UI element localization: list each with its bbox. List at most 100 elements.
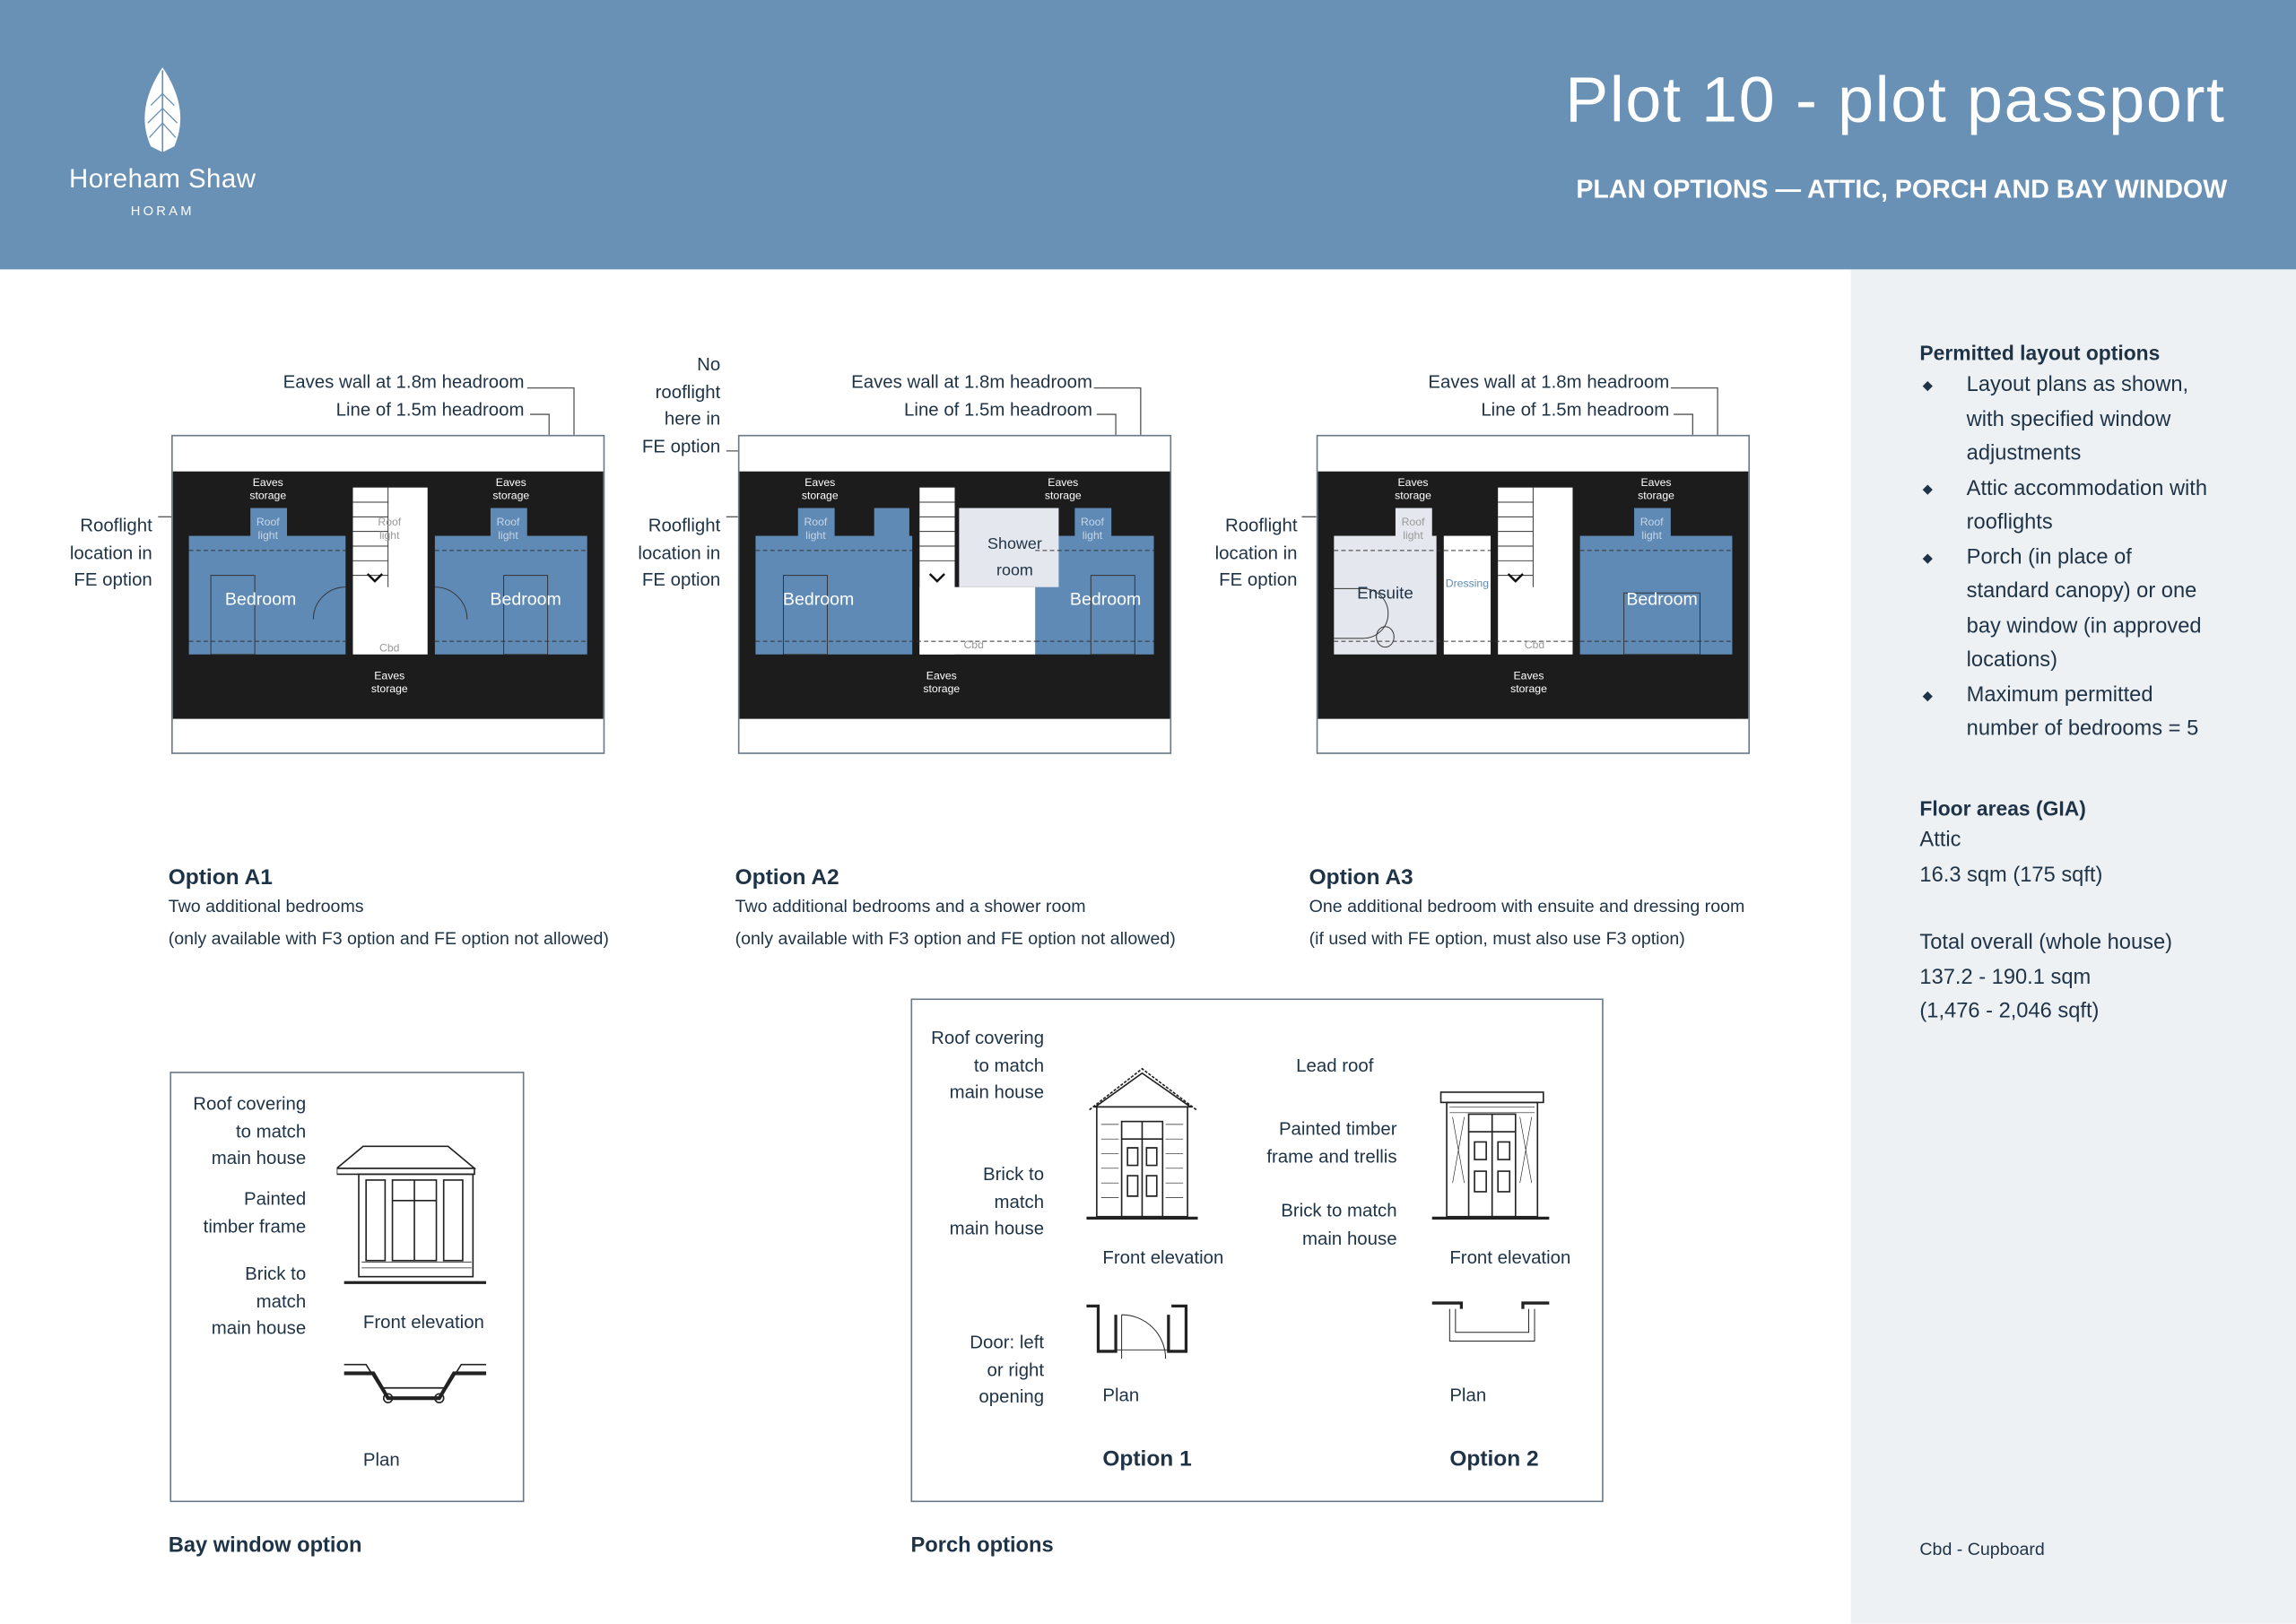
svg-text:Roof: Roof	[378, 516, 401, 528]
bullet-text: number of bedrooms = 5	[1966, 716, 2199, 742]
option-a1-caption: Option A1 Two additional bedrooms (only …	[168, 864, 609, 949]
svg-text:storage: storage	[1638, 490, 1674, 502]
svg-text:Eaves: Eaves	[374, 670, 404, 682]
floor-areas-title: Floor areas (GIA)	[1919, 796, 2086, 821]
svg-text:storage: storage	[802, 490, 839, 502]
porch-options-title: Porch options	[910, 1534, 1054, 1559]
option-a3-caption: Option A3 One additional bedroom with en…	[1309, 864, 1745, 949]
svg-text:Roof: Roof	[1402, 516, 1425, 528]
svg-text:Eaves: Eaves	[926, 670, 957, 682]
bullet-text: Attic accommodation with	[1966, 476, 2208, 500]
svg-text:Eaves: Eaves	[1641, 476, 1672, 489]
a2-headroom-label: Line of 1.5m headroom	[904, 399, 1092, 421]
sidebar	[1850, 269, 2296, 1624]
bullet-text: standard canopy) or one	[1966, 579, 2197, 604]
bullet-icon: ◆	[1922, 378, 1933, 393]
svg-text:Dressing: Dressing	[1446, 578, 1489, 590]
svg-text:storage: storage	[1395, 490, 1431, 502]
svg-text:light: light	[1403, 529, 1423, 542]
porch-drawings	[1086, 1067, 1550, 1359]
svg-text:storage: storage	[923, 682, 960, 695]
attic-label: Attic	[1919, 829, 1961, 853]
permitted-list-item: ◆Layout plans as shown,with specified wi…	[1919, 369, 2257, 472]
svg-text:Roof: Roof	[1640, 516, 1664, 528]
leaf-logo-icon	[144, 67, 181, 159]
porch2-front-elevation-label: Front elevation	[1449, 1247, 1571, 1268]
stair-arrow-icon	[366, 573, 383, 583]
svg-text:light: light	[805, 529, 826, 542]
bay-window-panel	[170, 1072, 525, 1503]
bullet-icon: ◆	[1922, 550, 1933, 565]
ensuite	[1334, 535, 1437, 655]
svg-text:Eaves: Eaves	[1513, 670, 1544, 682]
svg-text:Roof: Roof	[804, 516, 827, 528]
permitted-options: Permitted layout options ◆Layout plans a…	[1919, 337, 2257, 748]
bullet-text: bay window (in approved	[1966, 613, 2202, 638]
svg-text:Roof: Roof	[1081, 516, 1104, 528]
svg-text:Cbd: Cbd	[379, 642, 400, 655]
permitted-list-item: ◆ Porch (in place of standard canopy) or o…	[1919, 541, 2257, 678]
header-banner	[0, 0, 2296, 270]
permitted-title: Permitted layout options	[1919, 341, 2161, 365]
total-label: Total overall (whole house)	[1919, 931, 2173, 955]
svg-text:Eaves: Eaves	[1048, 476, 1078, 489]
svg-text:Bedroom: Bedroom	[783, 589, 854, 609]
svg-text:light: light	[258, 529, 279, 542]
svg-text:storage: storage	[371, 682, 408, 695]
svg-text:storage: storage	[1045, 490, 1082, 502]
porch-panel	[910, 998, 1604, 1503]
porch2-plan-label: Plan	[1449, 1385, 1487, 1406]
total-sqft: (1,476 - 2,046 sqft)	[1919, 1000, 2100, 1024]
bullet-text: rooflights	[1966, 510, 2053, 534]
svg-text:Cbd: Cbd	[963, 638, 984, 651]
svg-text:room: room	[996, 561, 1033, 579]
svg-text:light: light	[1641, 529, 1662, 542]
porch2-lead-label: Lead roof	[1296, 1055, 1374, 1076]
stair-arrow-icon	[928, 573, 945, 583]
svg-text:storage: storage	[249, 490, 286, 502]
bullet-text: locations)	[1966, 648, 2057, 673]
page-title: Plot 10 - plot passport	[1565, 64, 2226, 136]
svg-text:light: light	[498, 529, 518, 542]
bullet-text: Porch (in place of	[1966, 545, 2132, 569]
svg-text:Cbd: Cbd	[1525, 638, 1545, 651]
floor-areas: Floor areas (GIA) Attic 16.3 sqm (175 sq…	[1919, 792, 2271, 1029]
shower-room	[959, 508, 1059, 587]
a3-eaves-wall-label: Eaves wall at 1.8m headroom	[1428, 371, 1670, 393]
permitted-list: ◆Layout plans as shown,with specified wi…	[1919, 369, 2257, 747]
bedroom-right	[434, 535, 587, 655]
dressing-room	[1443, 535, 1492, 655]
attic-value: 16.3 sqm (175 sqft)	[1919, 863, 2103, 887]
brand-location: HORAM	[130, 203, 195, 219]
svg-text:Eaves: Eaves	[253, 476, 283, 489]
a1-eaves-wall-label: Eaves wall at 1.8m headroom	[283, 371, 525, 393]
brand-name: Horeham Shaw	[68, 163, 257, 194]
porch-option1-label: Option 1	[1102, 1446, 1192, 1472]
bedroom	[1579, 535, 1733, 655]
svg-text:Bedroom: Bedroom	[1626, 589, 1697, 609]
svg-text:Roof: Roof	[257, 516, 280, 528]
porch1-plan-label: Plan	[1102, 1385, 1140, 1406]
svg-text:Eaves: Eaves	[804, 476, 835, 489]
bay-plan-label: Plan	[362, 1449, 400, 1471]
svg-text:Eaves: Eaves	[1397, 476, 1428, 489]
a3-headroom-label: Line of 1.5m headroom	[1481, 399, 1670, 421]
bay-front-elevation-label: Front elevation	[362, 1311, 484, 1333]
bedroom-left	[755, 535, 913, 655]
bay-window-title: Bay window option	[168, 1534, 362, 1559]
